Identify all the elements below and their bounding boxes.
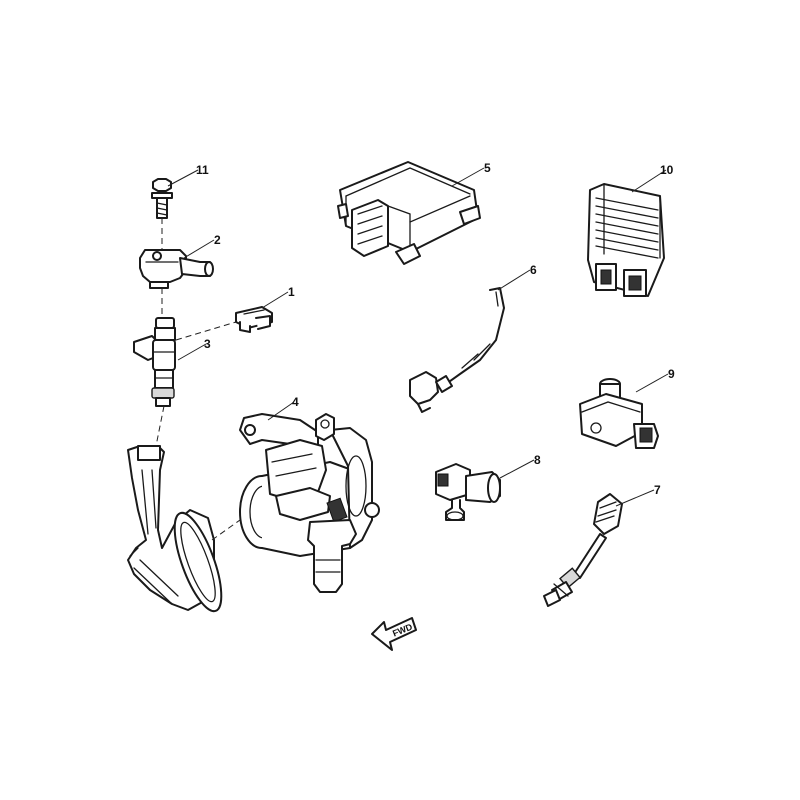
- part-4-throttle-body: [239, 413, 380, 593]
- part-2-fuel-fitting: [139, 249, 214, 289]
- callout-3: 3: [204, 337, 211, 351]
- callout-4: 4: [292, 395, 299, 409]
- callout-1: 1: [288, 285, 295, 299]
- part-8-pressure-sensor: [435, 463, 501, 521]
- callout-10: 10: [660, 163, 674, 177]
- intake-boot: [127, 445, 223, 613]
- callout-6: 6: [530, 263, 537, 277]
- part-10-regulator: [587, 183, 665, 297]
- assembly-centre-lines: [155, 218, 241, 541]
- part-1-injector-clip: [235, 306, 273, 333]
- callout-5: 5: [484, 161, 491, 175]
- part-3-fuel-injector: [133, 317, 176, 407]
- forward-arrow-icon: [371, 617, 417, 651]
- callout-11: 11: [196, 163, 209, 177]
- callout-8: 8: [534, 453, 541, 467]
- part-5-ecu: [337, 161, 481, 265]
- leader-lines: [167, 167, 669, 507]
- callout-7: 7: [654, 483, 661, 497]
- part-7-o2-sensor: [543, 493, 623, 607]
- callout-2: 2: [214, 233, 221, 247]
- part-11-bolt: [151, 178, 173, 219]
- fwd-direction-marker: FWD: [371, 617, 417, 651]
- part-6-cable: [409, 287, 505, 413]
- callout-9: 9: [668, 367, 675, 381]
- part-9-sensor: [579, 378, 659, 449]
- callout-labels: 1 2 3 4 5 6 7 8 9 10 11: [196, 161, 675, 497]
